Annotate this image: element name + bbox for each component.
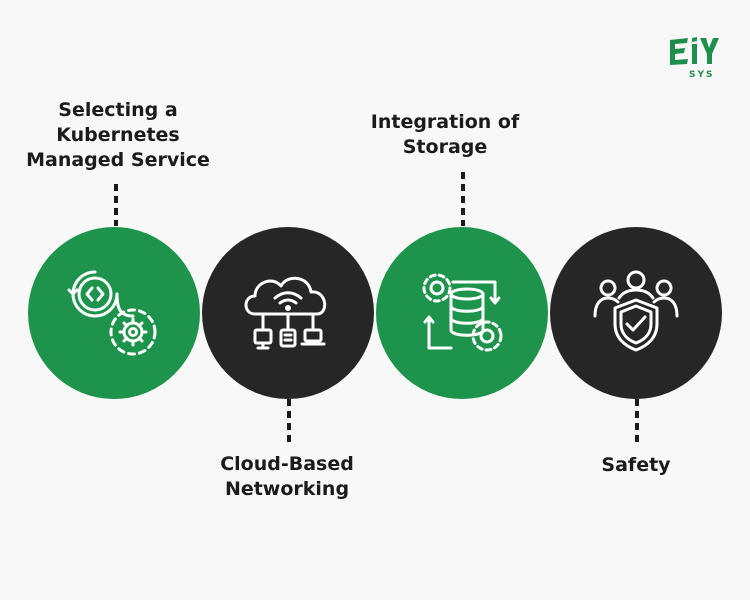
- label-kubernetes-managed-service: Selecting a Kubernetes Managed Service: [26, 99, 210, 171]
- cloud-network-icon: [244, 276, 327, 350]
- connector-4: [635, 399, 639, 443]
- connector-1: [114, 184, 118, 226]
- label-integration-of-storage: Integration of Storage: [370, 111, 520, 158]
- connector-3: [461, 172, 465, 226]
- logo-subtext: SYS: [689, 70, 715, 80]
- eiy-logo: [670, 37, 719, 65]
- circle-storage: [376, 227, 548, 399]
- shield-users-icon: [593, 270, 679, 352]
- circle-kubernetes: [28, 227, 200, 399]
- circle-safety: [550, 227, 722, 399]
- label-cloud-based-networking: Cloud-Based Networking: [220, 453, 354, 500]
- label-safety: Safety: [601, 454, 671, 476]
- circle-cloud-networking: [202, 227, 374, 399]
- code-gear-cycle-icon: [67, 270, 157, 356]
- database-gears-icon: [422, 273, 503, 352]
- connector-2: [287, 399, 291, 443]
